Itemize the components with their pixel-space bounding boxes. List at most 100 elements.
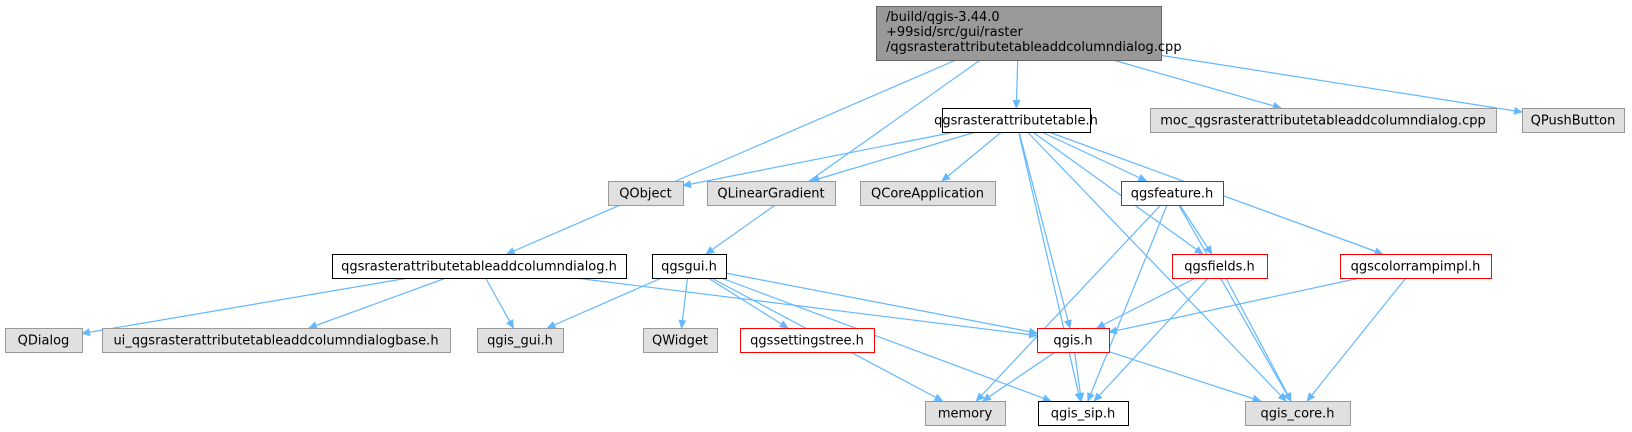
node-ui-base-h[interactable]: ui_qgsrasterattributetableaddcolumndialo…	[102, 328, 451, 353]
edge-qgsgui_h-to-qgis_gui_h	[546, 277, 662, 329]
node-label: qgis_gui.h	[487, 334, 553, 349]
edge-qgis_h-to-qgis_sip_h	[1074, 351, 1085, 402]
node-qlineargradient[interactable]: QLinearGradient	[707, 181, 836, 206]
node-label: qgsrasterattributetable.h	[934, 114, 1098, 129]
edge-qgsrasterattributetable_h-to-qgis_sip_h	[1018, 131, 1083, 402]
node-box	[707, 181, 836, 206]
node-label: +99sid/src/gui/raster	[886, 25, 1023, 40]
edge-root-to-qgsgui_h	[705, 59, 981, 255]
node-moc-cpp[interactable]: moc_qgsrasterattributetableaddcolumndial…	[1150, 108, 1497, 133]
node-qobject[interactable]: QObject	[608, 181, 684, 206]
node-box	[860, 181, 996, 206]
node-box	[332, 254, 627, 279]
edge-qgsgui_h-to-qgssettingstree_h	[707, 277, 789, 329]
node-label: qgsfeature.h	[1131, 187, 1214, 202]
edge-qgis_h-to-memory	[981, 351, 1056, 402]
node-box	[1121, 181, 1224, 206]
node-qgsfeature-h[interactable]: qgsfeature.h	[1121, 181, 1224, 206]
edge-dialog_h-to-qgis_gui_h	[485, 277, 514, 329]
node-label: qgssettingstree.h	[750, 334, 864, 349]
node-label: qgsfields.h	[1184, 260, 1254, 275]
node-label: qgis_sip.h	[1051, 407, 1115, 422]
edge-qgsfeature_h-to-qgsfields_h	[1179, 204, 1213, 255]
edge-qgsrasterattributetable_h-to-qgis_h	[1018, 131, 1072, 329]
edge-qgsrasterattributetable_h-to-qgis_core_h	[1027, 131, 1287, 402]
node-label: QDialog	[18, 334, 70, 349]
node-box	[1172, 254, 1268, 279]
node-label: QWidget	[652, 334, 708, 349]
nodes: /build/qgis-3.44.0+99sid/src/gui/raster/…	[5, 6, 1625, 426]
node-qgsgui-h[interactable]: qgsgui.h	[652, 254, 727, 279]
edge-root-to-moc_cpp	[1112, 59, 1282, 110]
edge-root-to-dialog_h	[505, 59, 957, 255]
edge-dialog_h-to-ui_base_h	[307, 277, 447, 330]
node-qwidget[interactable]: QWidget	[643, 328, 718, 353]
edge-qgsrasterattributetable_h-to-qgsfields_h	[1032, 131, 1204, 255]
edge-root-to-qgsrasterattributetable_h	[1012, 59, 1021, 109]
node-box	[477, 328, 564, 353]
node-box	[876, 6, 1162, 61]
edge-dialog_h-to-qgis_h	[575, 277, 1038, 339]
node-qgssettingstree-h[interactable]: qgssettingstree.h	[740, 328, 875, 353]
node-memory[interactable]: memory	[925, 401, 1006, 426]
edge-qgsfeature_h-to-memory	[975, 204, 1162, 402]
node-box	[608, 181, 684, 206]
node-qdialog[interactable]: QDialog	[5, 328, 83, 353]
edge-qgsfields_h-to-qgis_core_h	[1225, 277, 1292, 402]
node-label: moc_qgsrasterattributetableaddcolumndial…	[1160, 114, 1485, 129]
node-label: qgis_core.h	[1261, 407, 1335, 422]
node-label: /build/qgis-3.44.0	[886, 10, 1000, 25]
edge-root-to-qpushbutton	[1160, 54, 1523, 115]
node-qgis-h[interactable]: qgis.h	[1037, 328, 1110, 353]
node-dialog-h[interactable]: qgsrasterattributetableaddcolumndialog.h	[332, 254, 627, 279]
edge-qgsfeature_h-to-qgis_sip_h	[1087, 204, 1168, 402]
node-box	[942, 108, 1091, 133]
edge-qgsrasterattributetable_h-to-qcoreapplication	[941, 131, 1002, 182]
node-label: QCoreApplication	[871, 187, 984, 202]
edge-qgis_h-to-qgis_core_h	[1108, 351, 1262, 403]
node-box	[1522, 108, 1625, 133]
node-box	[1150, 108, 1497, 133]
node-qgis-gui-h[interactable]: qgis_gui.h	[477, 328, 564, 353]
node-qgsrasterattributetable-h[interactable]: qgsrasterattributetable.h	[934, 108, 1098, 133]
edge-dialog_h-to-qdialog	[81, 277, 409, 337]
node-box	[652, 254, 727, 279]
node-box	[643, 328, 718, 353]
edge-qgsrasterattributetable_h-to-qgsfeature_h	[1041, 131, 1148, 182]
edge-qgscolorrampimpl_h-to-qgis_core_h	[1306, 277, 1407, 402]
edge-qgsfields_h-to-qgis_sip_h	[1093, 277, 1209, 402]
node-box	[1245, 401, 1351, 426]
node-qcoreapplication[interactable]: QCoreApplication	[860, 181, 996, 206]
node-box	[1340, 254, 1492, 279]
node-label: memory	[938, 407, 993, 422]
node-qgis-sip-h[interactable]: qgis_sip.h	[1038, 401, 1129, 426]
edge-qgsfeature_h-to-qgis_core_h	[1178, 204, 1292, 402]
node-qgsfields-h[interactable]: qgsfields.h	[1172, 254, 1268, 279]
node-box	[5, 328, 83, 353]
edge-qgsrasterattributetable_h-to-qobject	[682, 131, 956, 188]
edge-qgsgui_h-to-qwidget	[678, 277, 689, 329]
node-label: /qgsrasterattributetableaddcolumndialog.…	[886, 40, 1182, 55]
node-qgscolorrampimpl-h[interactable]: qgscolorrampimpl.h	[1340, 254, 1492, 279]
edge-qgsrasterattributetable_h-to-qlineargradient	[810, 131, 976, 183]
node-label: QObject	[619, 187, 672, 202]
node-label: qgscolorrampimpl.h	[1351, 260, 1481, 275]
node-qpushbutton[interactable]: QPushButton	[1522, 108, 1625, 133]
node-box	[1037, 328, 1110, 353]
node-root[interactable]: /build/qgis-3.44.0+99sid/src/gui/raster/…	[876, 6, 1182, 61]
node-label: qgsgui.h	[661, 260, 717, 275]
edge-qgsfields_h-to-qgis_h	[1095, 277, 1196, 329]
node-box	[1038, 401, 1129, 426]
node-box	[740, 328, 875, 353]
node-label: ui_qgsrasterattributetableaddcolumndialo…	[113, 334, 438, 349]
node-box	[102, 328, 451, 353]
node-qgis-core-h[interactable]: qgis_core.h	[1245, 401, 1351, 426]
edge-qgscolorrampimpl_h-to-qgis_h	[1108, 277, 1361, 335]
node-label: QPushButton	[1531, 114, 1616, 129]
node-box	[925, 401, 1006, 426]
node-label: qgsrasterattributetableaddcolumndialog.h	[341, 260, 617, 275]
edge-qgsgui_h-to-qgis_h	[725, 272, 1038, 336]
node-label: QLinearGradient	[717, 187, 824, 202]
node-label: qgis.h	[1053, 334, 1092, 349]
